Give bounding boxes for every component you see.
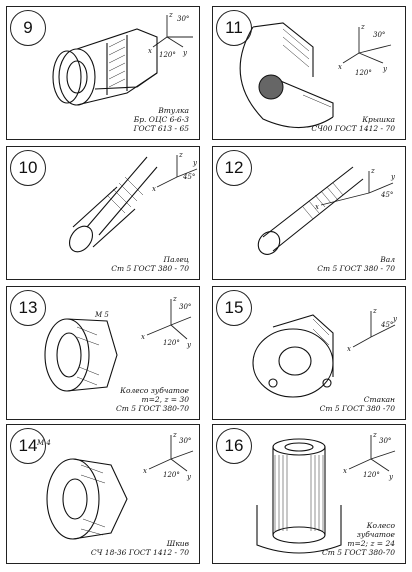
axis-x-label: x [338, 63, 342, 71]
panel-13: 13 z x y 30° 120° М 5 Колесо з [6, 286, 200, 420]
pulley-drawing: z x y 30° 120° М 4 [36, 431, 194, 540]
angle-label: 120° [363, 471, 380, 479]
panel-number: 14 [10, 428, 46, 464]
panel-number: 16 [216, 428, 252, 464]
angle-label: 120° [163, 339, 180, 347]
part-caption: Стакан Ст 5 ГОСТ 380 -70 [319, 395, 395, 413]
axis-z-label: z [370, 167, 375, 175]
part-caption: Палец Ст 5 ГОСТ 380 - 70 [111, 255, 189, 273]
axis-y-label: y [390, 173, 396, 181]
cup-drawing: z x y 45° [252, 307, 398, 398]
axis-x-label: x [141, 333, 145, 341]
part-caption: Колесо зубчатое m=2, z = 30 Ст 5 ГОСТ 38… [115, 386, 189, 413]
part-caption: Вал Ст 5 ГОСТ 380 - 70 [317, 255, 395, 273]
cover-drawing: z x y 30° 120° [239, 22, 392, 129]
panel-number: 10 [10, 150, 46, 186]
shaft-drawing: z y x 45° [257, 166, 396, 255]
axis-system: z y x 45° [152, 151, 198, 193]
panel-11: 11 z x y 30° 120° Крышка [212, 6, 406, 140]
part-caption: Шкив СЧ 18-36 ГОСТ 1412 - 70 [90, 539, 189, 557]
axis-z-label: z [172, 431, 177, 439]
panel-number: 15 [216, 290, 252, 326]
angle-label: 30° [179, 303, 191, 311]
axis-z-label: z [372, 307, 377, 315]
axis-z-label: z [168, 11, 173, 19]
axis-y-label: y [388, 473, 394, 481]
panel-number: 9 [10, 10, 46, 46]
angle-label: 30° [379, 437, 391, 445]
angle-label: 30° [179, 437, 191, 445]
axis-y-label: y [186, 473, 192, 481]
panel-16: 16 z x y 30° 120° [212, 424, 406, 564]
part-caption: Втулка Бр. ОЦС 6-6-3 ГОСТ 613 - 65 [133, 106, 189, 133]
angle-label: 45° [182, 173, 195, 181]
axis-x-label: x [152, 185, 156, 193]
angle-label: 30° [373, 31, 385, 39]
panel-14: 14 z x y 30° 120° М 4 Шкив [6, 424, 200, 564]
part-caption: Крышка СЧ00 ГОСТ 1412 - 70 [311, 115, 395, 133]
axis-z-label: z [372, 431, 377, 439]
angle-label: 45° [380, 321, 393, 329]
axis-z-label: z [360, 23, 365, 31]
angle-label: 30° [177, 15, 189, 23]
axis-y-label: y [186, 341, 192, 349]
thread-label: М 5 [94, 311, 109, 319]
axis-system: z x y 30° 120° [343, 431, 396, 481]
axis-system: z x y 30° 120° [143, 431, 194, 481]
axis-system: z x y 45° [347, 307, 398, 353]
angle-label: 120° [159, 51, 176, 59]
axis-y-label: y [392, 315, 398, 323]
panel-12: 12 z y x 45° Вал Ст 5 ГОСТ 380 - 70 [212, 146, 406, 280]
axis-system: z x y 30° 120° [148, 11, 193, 59]
angle-label: 45° [380, 191, 393, 199]
axis-z-label: z [178, 151, 183, 159]
axis-y-label: y [382, 65, 388, 73]
panel-number: 13 [10, 290, 46, 326]
angle-label: 120° [355, 69, 372, 77]
axis-y-label: y [192, 159, 198, 167]
gear-wheel-drawing: z x y 30° 120° М 5 [44, 295, 192, 392]
axis-x-label: x [343, 467, 347, 475]
axis-x-label: x [148, 47, 152, 55]
axis-x-label: x [347, 345, 351, 353]
panel-9: 9 z x y 30° 120° [6, 6, 200, 140]
thread-label: М 4 [36, 439, 51, 447]
pin-drawing: z y x 45° [68, 151, 198, 253]
part-caption: Колесо зубчатое m=2; z = 24 Ст 5 ГОСТ 38… [321, 521, 395, 557]
axis-system: z x y 30° 120° [338, 23, 392, 77]
gear-wheel-drawing: z x y 30° 120° [256, 431, 396, 554]
panel-15: 15 z x y 45° Стакан Ст 5 ГОСТ 380 -70 [212, 286, 406, 420]
axis-y-label: y [182, 49, 188, 57]
axis-system: z x y 30° 120° [141, 295, 192, 349]
axis-z-label: z [172, 295, 177, 303]
axis-x-label: x [315, 203, 319, 211]
panel-10: 10 z y x 45° Палец Ст 5 ГОСТ 380 - 70 [6, 146, 200, 280]
panel-number: 12 [216, 150, 252, 186]
axis-x-label: x [143, 467, 147, 475]
angle-label: 120° [163, 471, 180, 479]
bushing-drawing: z x y 30° 120° [52, 11, 193, 106]
axis-system: z y x 45° [315, 167, 396, 211]
